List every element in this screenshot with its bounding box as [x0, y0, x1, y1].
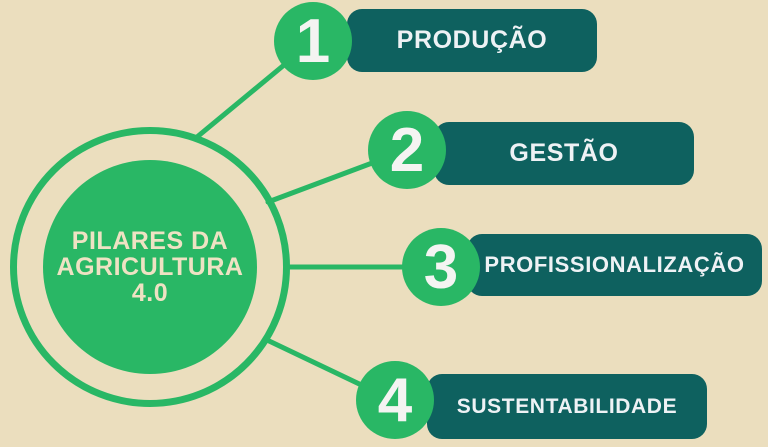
- central-title-line1: PILARES DA: [71, 227, 229, 255]
- pillar-number-badge-3: 3: [402, 228, 480, 306]
- central-circle: PILARES DA AGRICULTURA 4.0: [43, 160, 257, 374]
- pillar-number: 1: [295, 6, 331, 76]
- pillar-label: PROFISSIONALIZAÇÃO: [484, 252, 745, 277]
- pillar-number-badge-4: 4: [356, 361, 434, 439]
- central-title-line2: AGRICULTURA: [56, 253, 244, 281]
- pillar-bar-producao: PRODUÇÃO: [347, 9, 597, 72]
- central-title: PILARES DA AGRICULTURA 4.0: [57, 228, 244, 306]
- pillar-number-badge-2: 2: [368, 111, 446, 189]
- central-circle-ring: [10, 127, 290, 407]
- pillar-label: SUSTENTABILIDADE: [456, 394, 678, 418]
- central-title-line3: 4.0: [131, 279, 169, 307]
- pillar-label: GESTÃO: [509, 139, 619, 167]
- pillar-number: 4: [377, 365, 413, 435]
- pillar-number-badge-1: 1: [274, 2, 352, 80]
- pillar-number: 3: [423, 232, 459, 302]
- pillar-number: 2: [389, 115, 425, 185]
- pillar-bar-sustentabilidade: SUSTENTABILIDADE: [427, 374, 707, 439]
- pillar-bar-profissionalizacao: PROFISSIONALIZAÇÃO: [467, 234, 762, 296]
- pillar-label: PRODUÇÃO: [396, 26, 548, 54]
- pillar-bar-gestao: GESTÃO: [434, 122, 694, 185]
